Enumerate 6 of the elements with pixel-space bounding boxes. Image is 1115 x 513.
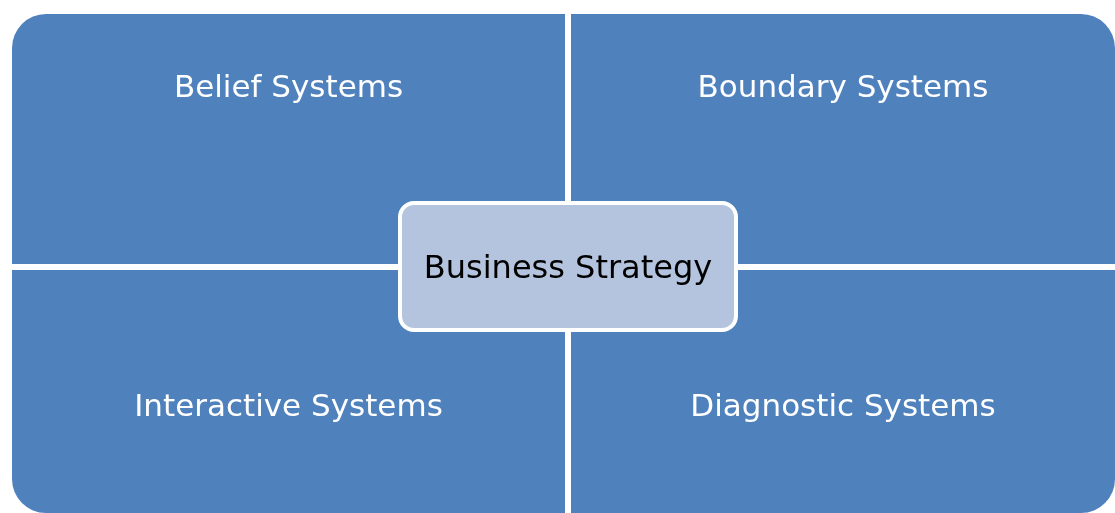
quadrant-label: Interactive Systems — [133, 387, 444, 423]
quadrant-label: Boundary Systems — [696, 68, 990, 104]
center-label: Business Strategy — [423, 247, 713, 286]
quadrant-label: Diagnostic Systems — [689, 387, 997, 423]
quadrant-label: Belief Systems — [172, 68, 405, 104]
center-box — [398, 201, 738, 332]
